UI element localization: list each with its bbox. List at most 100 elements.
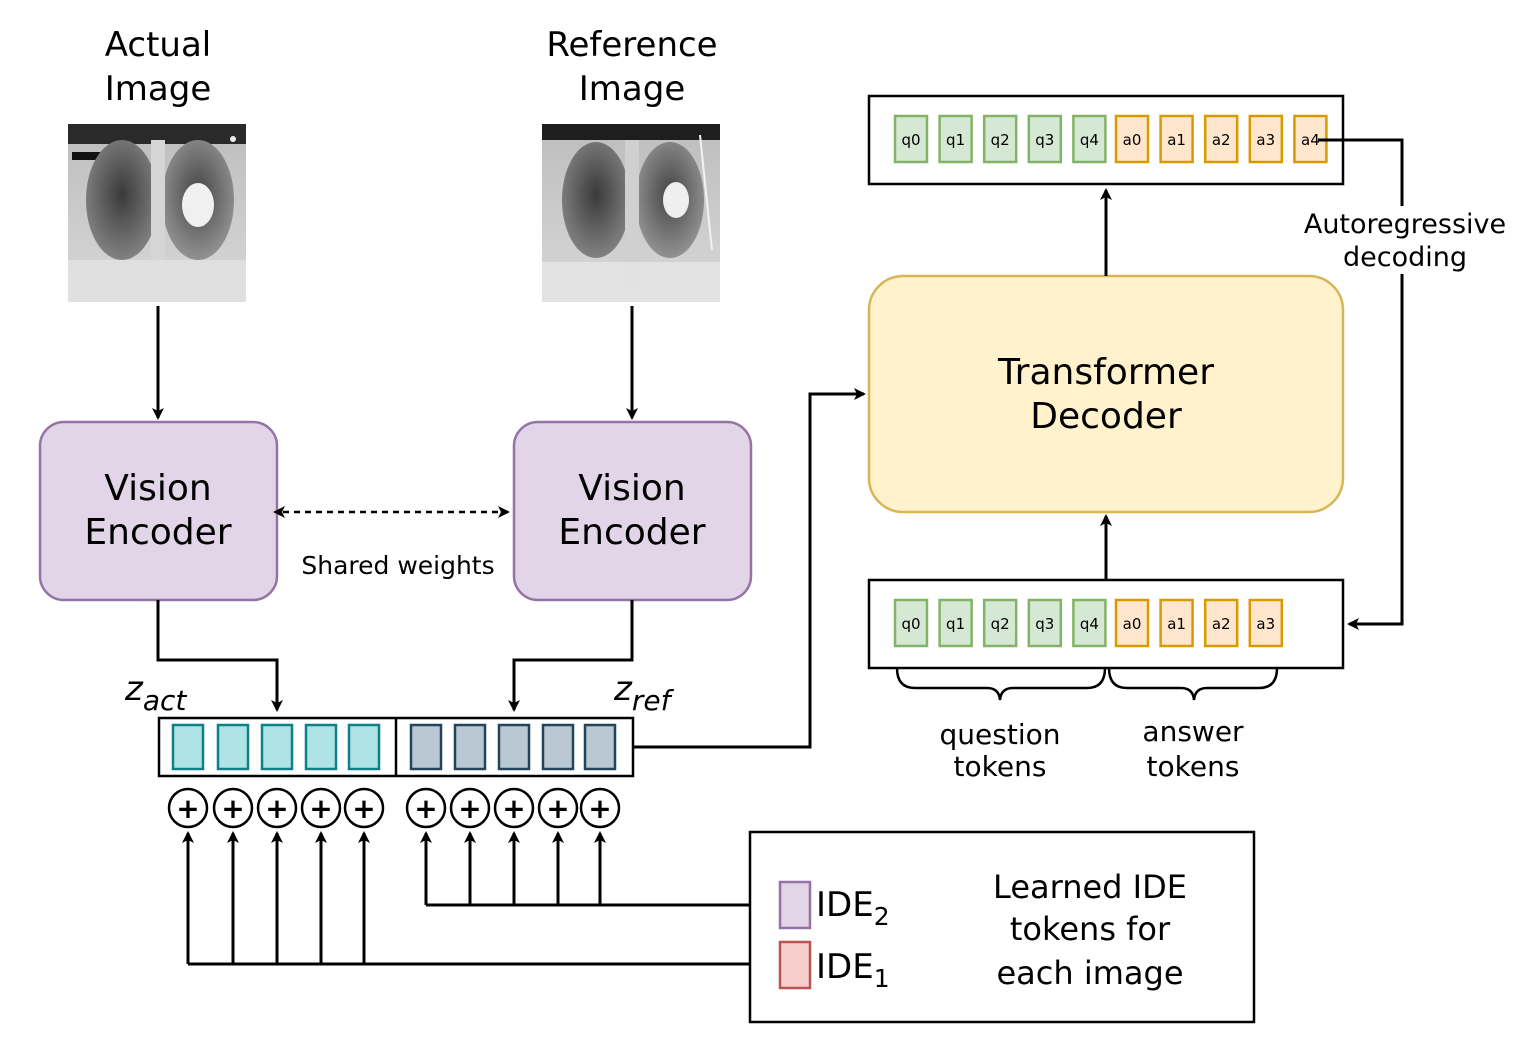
shared-weights-label: Shared weights xyxy=(301,551,494,580)
output-question-token-box-0 xyxy=(893,114,929,164)
vision-encoder-right-line1: Vision xyxy=(578,468,685,509)
ide-legend-box xyxy=(748,830,1256,1024)
z-act-tokens xyxy=(171,723,381,771)
input-answer-token-box-2 xyxy=(1203,598,1239,648)
input-answer-token-label-0: a0 xyxy=(1123,615,1142,633)
plus-node-ref-0 xyxy=(405,787,447,829)
transformer-decoder: Transformer Decoder xyxy=(867,274,1345,514)
positional-add-nodes: ++++++++++ xyxy=(167,787,780,966)
ide-desc-line1: Learned IDE xyxy=(993,868,1187,906)
plus-node-act-0 xyxy=(167,787,209,829)
arrow-left-encoder-to-zact xyxy=(156,600,283,712)
actual-image-title-line2: Image xyxy=(105,69,211,109)
vision-encoder-right: Vision Encoder xyxy=(512,420,753,602)
plus-node-act-3 xyxy=(300,787,342,829)
input-answer-token-box-0 xyxy=(1114,598,1150,648)
input-question-token-label-2: q2 xyxy=(991,615,1010,633)
decoder-line1: Transformer xyxy=(997,352,1214,393)
plus-node-ref-4-symbol: + xyxy=(588,792,611,825)
output-question-token-label-0: q0 xyxy=(901,131,920,149)
ide-desc-line2: tokens for xyxy=(1010,910,1171,948)
output-question-token-box-3 xyxy=(1027,114,1063,164)
input-question-token-label-4: q4 xyxy=(1080,615,1099,633)
output-answer-token-box-2 xyxy=(1203,114,1239,164)
output-question-token-box-1 xyxy=(938,114,973,164)
answer-tokens-brace xyxy=(1107,667,1279,701)
plus-node-act-2 xyxy=(256,787,298,829)
output-answer-token-label-2: a2 xyxy=(1212,131,1231,149)
answer-tokens-label-line2: tokens xyxy=(1147,750,1240,783)
plus-node-ref-1-symbol: + xyxy=(458,792,481,825)
decoder-line2: Decoder xyxy=(1030,396,1182,437)
answer-tokens-label-line1: answer xyxy=(1142,715,1244,748)
input-question-token-label-3: q3 xyxy=(1035,615,1054,633)
input-answer-token-box-3 xyxy=(1248,598,1284,648)
actual-xray-image xyxy=(68,124,246,302)
autoregressive-label-line2: decoding xyxy=(1343,242,1467,273)
ide1-token xyxy=(778,940,812,990)
plus-node-ref-3 xyxy=(537,787,579,829)
input-question-token-box-1 xyxy=(938,598,973,648)
z-act-token-3 xyxy=(304,723,338,771)
plus-node-act-2-symbol: + xyxy=(265,792,288,825)
z-act-label: zact xyxy=(124,669,187,717)
ide2-token xyxy=(778,880,812,930)
question-tokens-brace xyxy=(895,667,1107,701)
reference-image-title-line1: Reference xyxy=(546,25,717,65)
z-act-token-1 xyxy=(216,723,250,771)
input-answer-token-box-1 xyxy=(1159,598,1194,648)
actual-image-title-line1: Actual xyxy=(105,25,212,65)
question-tokens-label-line2: tokens xyxy=(954,750,1047,783)
input-answer-token-label-3: a3 xyxy=(1256,615,1275,633)
output-answer-token-label-4: a4 xyxy=(1301,131,1320,149)
input-answer-token-label-1: a1 xyxy=(1167,615,1186,633)
reference-image-title-line2: Image xyxy=(579,69,685,109)
z-act-token-2 xyxy=(260,723,294,771)
vision-encoder-left-line1: Vision xyxy=(104,468,211,509)
output-answer-token-box-0 xyxy=(1114,114,1150,164)
output-question-token-box-4 xyxy=(1072,114,1107,164)
plus-node-act-4 xyxy=(343,787,385,829)
ide-desc-line3: each image xyxy=(996,954,1183,992)
arrow-right-encoder-to-zref xyxy=(508,600,634,712)
reference-xray-image xyxy=(542,124,720,302)
input-question-token-box-3 xyxy=(1027,598,1063,648)
z-ref-label: zref xyxy=(613,669,675,717)
plus-node-act-4-symbol: + xyxy=(352,792,375,825)
output-question-token-box-2 xyxy=(982,114,1018,164)
arrow-embeddings-to-decoder xyxy=(633,388,866,749)
plus-node-ref-2 xyxy=(493,787,535,829)
z-ref-token-4 xyxy=(583,723,617,771)
z-ref-token-0 xyxy=(409,723,443,771)
output-question-token-label-1: q1 xyxy=(946,131,965,149)
output-question-token-label-3: q3 xyxy=(1035,131,1054,149)
plus-node-ref-1 xyxy=(449,787,491,829)
plus-node-ref-4 xyxy=(579,787,621,829)
vision-encoder-right-line2: Encoder xyxy=(558,512,705,553)
vision-encoder-left: Vision Encoder xyxy=(38,420,279,602)
vision-encoder-left-line2: Encoder xyxy=(84,512,231,553)
plus-node-act-1-symbol: + xyxy=(221,792,244,825)
input-question-token-box-2 xyxy=(982,598,1018,648)
z-ref-token-1 xyxy=(453,723,487,771)
z-ref-token-3 xyxy=(541,723,575,771)
output-answer-token-box-1 xyxy=(1159,114,1194,164)
autoregressive-label-line1: Autoregressive xyxy=(1304,209,1506,240)
plus-node-ref-2-symbol: + xyxy=(502,792,525,825)
z-ref-tokens xyxy=(409,723,617,771)
plus-node-act-1 xyxy=(212,787,254,829)
plus-node-act-3-symbol: + xyxy=(309,792,332,825)
question-tokens-label-line1: question xyxy=(940,718,1061,751)
autoregressive-loop-arrow xyxy=(1318,138,1404,630)
output-answer-token-box-3 xyxy=(1248,114,1284,164)
ide2-label: IDE2 xyxy=(816,885,890,931)
input-answer-token-label-2: a2 xyxy=(1212,615,1231,633)
plus-node-ref-3-symbol: + xyxy=(546,792,569,825)
z-act-token-4 xyxy=(347,723,381,771)
output-answer-token-label-1: a1 xyxy=(1167,131,1186,149)
output-question-token-label-2: q2 xyxy=(991,131,1010,149)
output-answer-token-label-0: a0 xyxy=(1123,131,1142,149)
